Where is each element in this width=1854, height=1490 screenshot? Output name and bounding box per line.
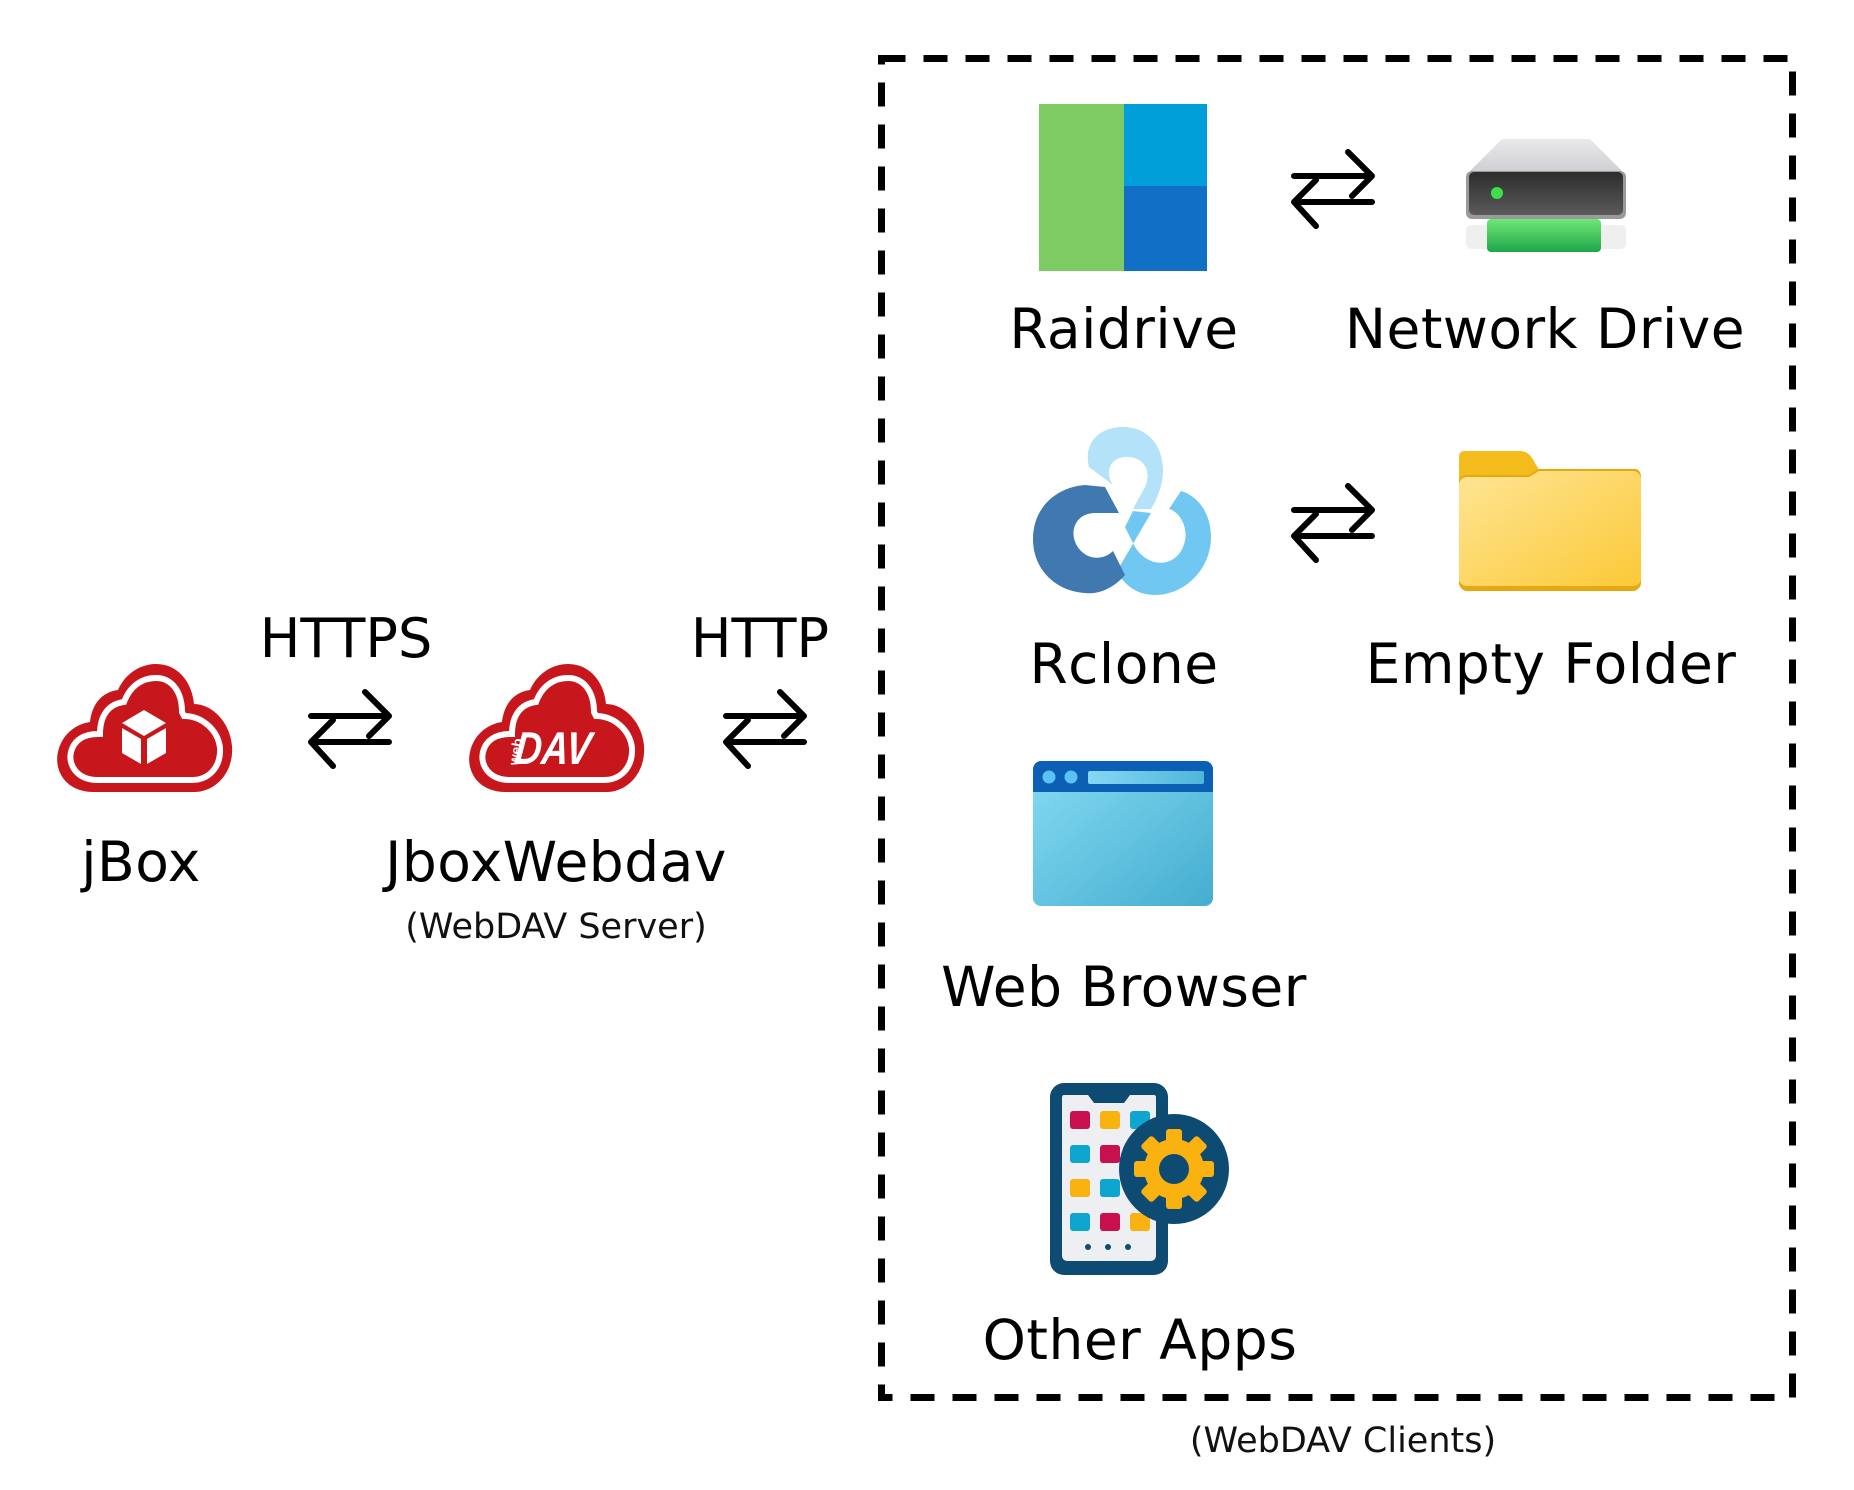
other-apps-node (1050, 1083, 1230, 1275)
https-link (308, 689, 392, 769)
web-browser-label: Web Browser (941, 955, 1307, 1019)
raidrive-icon (1039, 104, 1207, 271)
webdav-clients-caption: (WebDAV Clients) (1189, 1421, 1497, 1461)
raidrive-label: Raidrive (1009, 297, 1239, 361)
web-browser-node (1033, 761, 1213, 906)
red-cloud-box-icon (57, 664, 233, 792)
raidrive-network-drive-link (1291, 149, 1375, 229)
empty-folder-node (1459, 451, 1641, 591)
jboxwebdav-label: JboxWebdav (385, 830, 727, 894)
rclone-node (1033, 427, 1211, 595)
jbox-node (54, 664, 234, 794)
webdav-logo-large-text: DAV (512, 722, 596, 774)
bidirectional-arrows-icon (1291, 149, 1375, 229)
jboxwebdav-node: web DAV (466, 664, 646, 794)
rclone-empty-folder-link (1291, 483, 1375, 563)
bidirectional-arrows-icon (723, 689, 807, 769)
empty-folder-label: Empty Folder (1365, 632, 1737, 696)
red-cloud-webdav-icon: web DAV (469, 664, 645, 792)
webdav-server-sublabel: (WebDAV Server) (405, 907, 707, 947)
raidrive-node (1039, 104, 1207, 271)
jbox-label: jBox (81, 830, 201, 894)
bidirectional-arrows-icon (308, 689, 392, 769)
mobile-apps-settings-icon (1050, 1083, 1229, 1275)
https-protocol-label: HTTPS (259, 607, 433, 670)
rclone-icon (1033, 427, 1211, 595)
folder-icon (1459, 451, 1641, 591)
webdav-logo-small-text: web (505, 737, 526, 768)
http-protocol-label: HTTP (690, 607, 830, 670)
network-drive-label: Network Drive (1344, 297, 1746, 361)
rclone-label: Rclone (1029, 632, 1219, 696)
bidirectional-arrows-icon (1291, 483, 1375, 563)
webdav-clients-group (878, 55, 1800, 1405)
browser-window-icon (1033, 761, 1213, 906)
http-link (723, 689, 807, 769)
dashed-border (878, 55, 1796, 1401)
network-drive-icon (1466, 139, 1626, 252)
network-drive-node (1466, 139, 1626, 255)
other-apps-label: Other Apps (982, 1308, 1298, 1372)
